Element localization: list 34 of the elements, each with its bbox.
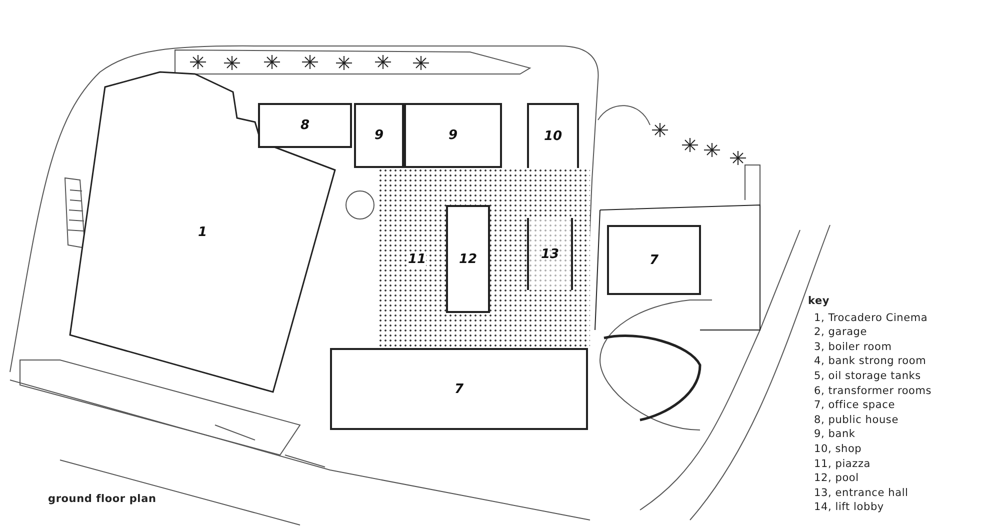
- building-outline: [258, 103, 352, 148]
- room-number: 8: [300, 118, 310, 133]
- key-heading: key: [808, 295, 830, 307]
- key-entry: 2, garage: [814, 326, 868, 338]
- building-outline: [527, 103, 579, 170]
- key-entry: 3, boiler room: [814, 340, 892, 353]
- key-entry: 14, lift lobby: [814, 501, 884, 514]
- key-entry: 5, oil storage tanks: [814, 370, 921, 382]
- room-number: 9: [374, 128, 384, 143]
- building-outline: [330, 348, 588, 430]
- key-entry: 12, pool: [814, 472, 859, 484]
- room-number: 7: [454, 382, 464, 396]
- room-number: 1: [198, 225, 208, 240]
- key-entry: 1, Trocadero Cinema: [814, 312, 928, 324]
- building-outline: [404, 103, 502, 168]
- key-entry: 7, office space: [814, 399, 895, 412]
- piazza-paving: [378, 168, 590, 350]
- key-entry: 13, entrance hall: [814, 486, 908, 499]
- room-number: 12: [458, 252, 478, 266]
- key-entry: 4, bank strong room: [814, 355, 926, 368]
- room-number: 7: [649, 252, 659, 268]
- building-outline: [607, 225, 701, 295]
- key-entry: 10, shop: [814, 443, 862, 455]
- key-entry: 6, transformer rooms: [814, 384, 932, 397]
- key-entry: 9, bank: [814, 428, 856, 440]
- room-number: 11: [408, 252, 426, 266]
- key-entry: 11, piazza: [814, 458, 871, 470]
- plan-title: ground floor plan: [48, 493, 156, 505]
- key-entry: 8, public house: [814, 414, 898, 426]
- room-number: 13: [540, 246, 560, 262]
- building-outline: [446, 205, 490, 313]
- building-outline: [354, 103, 404, 168]
- room-number: 9: [448, 128, 458, 143]
- room-number: 10: [544, 129, 562, 144]
